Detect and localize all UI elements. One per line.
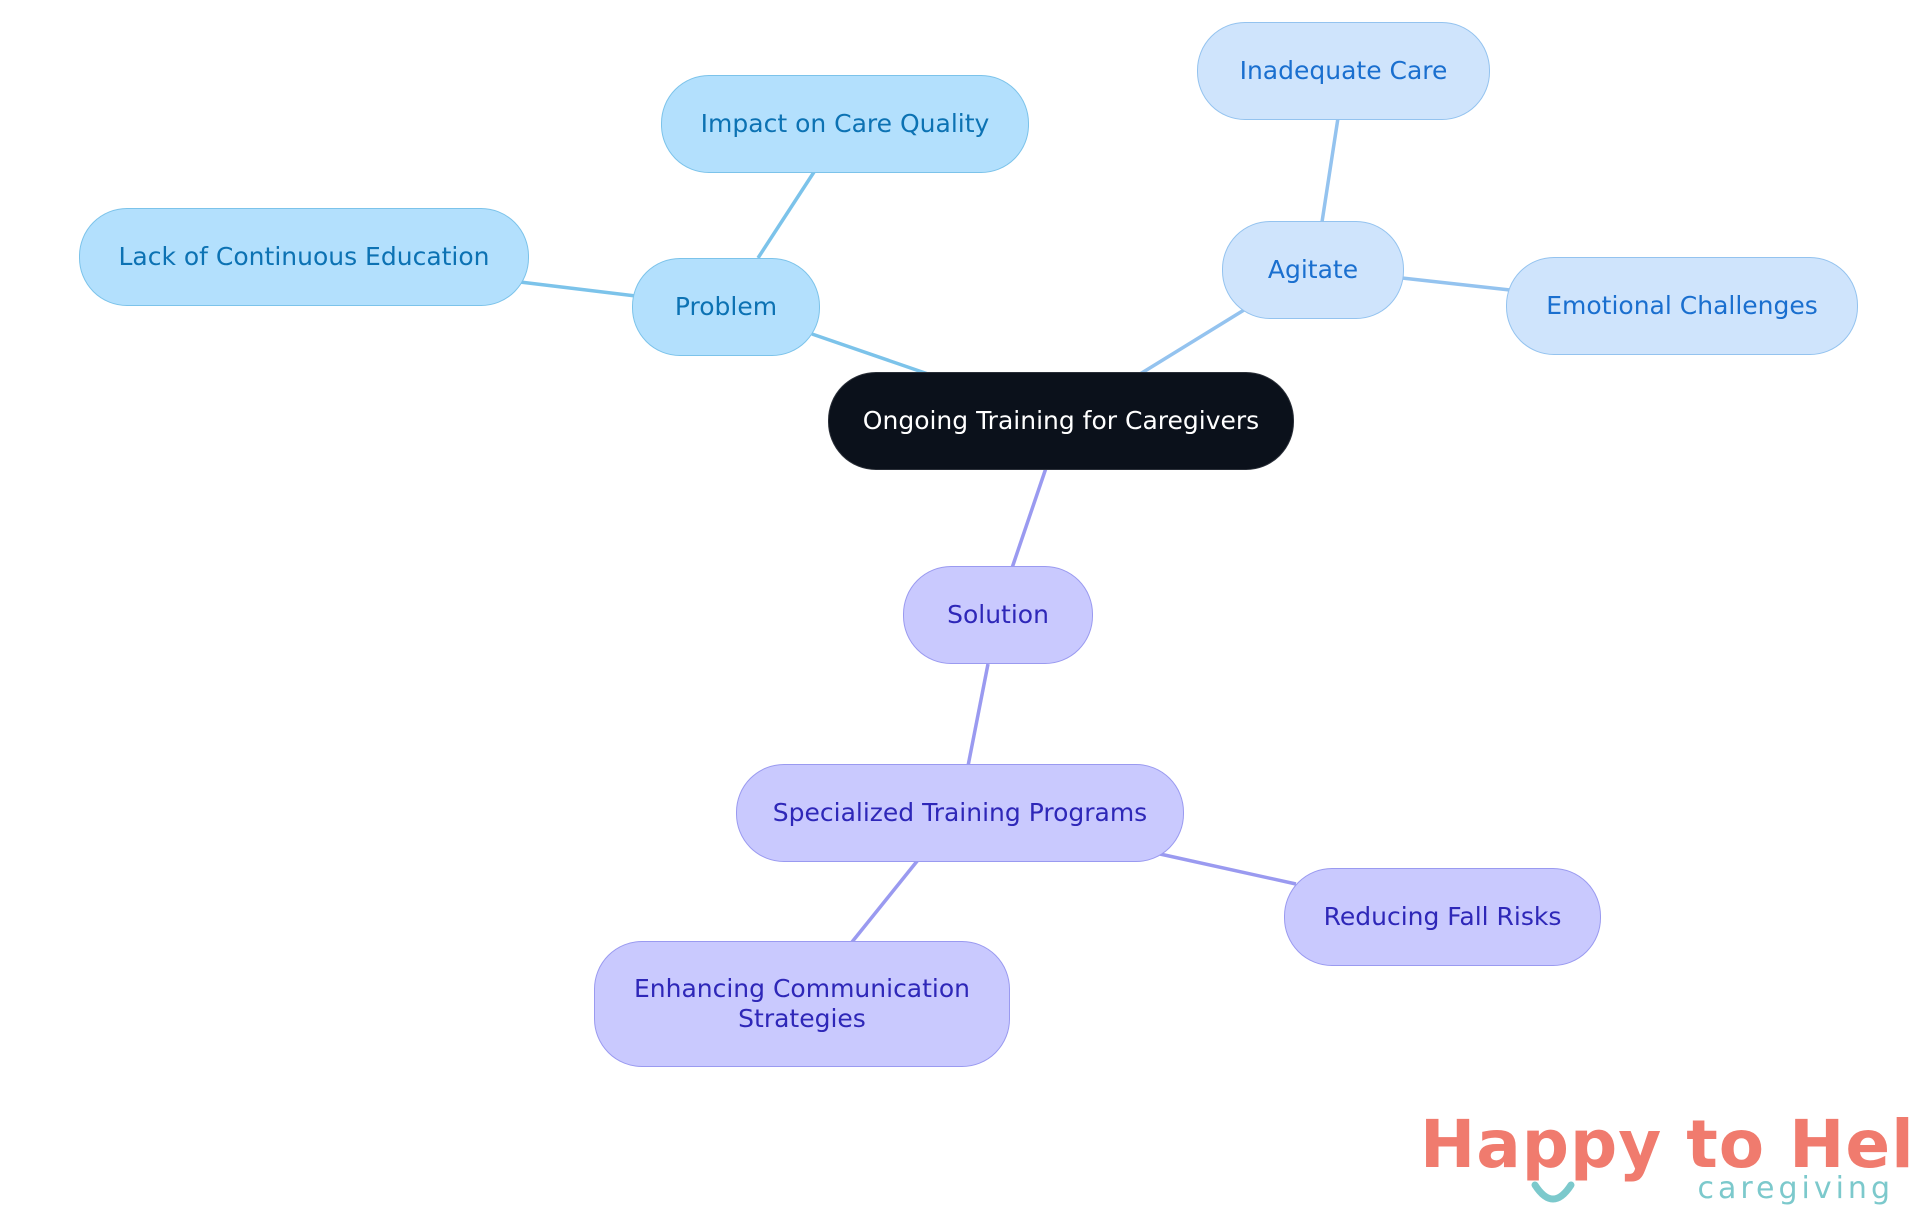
branch-node-solution[interactable]: Solution: [903, 566, 1093, 664]
happy-to-help-logo: Happy to Help caregiving: [1420, 1105, 1920, 1210]
edge-training-communication: [850, 858, 920, 944]
edge-problem-lack: [519, 280, 637, 298]
logo-title: Happy to Help: [1420, 1106, 1920, 1183]
root-node[interactable]: Ongoing Training for Caregivers: [828, 372, 1294, 470]
edge-agitate-emotional: [1401, 276, 1511, 292]
edge-root-agitate: [1139, 308, 1245, 376]
leaf-node-inadequate-care[interactable]: Inadequate Care: [1197, 22, 1490, 120]
edge-agitate-inadequate: [1320, 117, 1340, 223]
leaf-node-lack-of-continuous-education[interactable]: Lack of Continuous Education: [79, 208, 529, 306]
logo-subtitle: caregiving: [1697, 1171, 1894, 1206]
leaf-node-impact-on-care-quality[interactable]: Impact on Care Quality: [661, 75, 1029, 173]
leaf-node-enhancing-communication-strategies[interactable]: Enhancing Communication Strategies: [594, 941, 1010, 1067]
smile-icon: [1531, 1181, 1575, 1203]
leaf-node-specialized-training-programs[interactable]: Specialized Training Programs: [736, 764, 1184, 862]
edge-problem-impact: [756, 171, 816, 259]
branch-node-problem[interactable]: Problem: [632, 258, 820, 356]
edge-training-falls: [1159, 852, 1297, 886]
branch-node-agitate[interactable]: Agitate: [1222, 221, 1404, 319]
leaf-node-emotional-challenges[interactable]: Emotional Challenges: [1506, 257, 1858, 355]
edge-root-problem: [811, 332, 929, 376]
leaf-node-reducing-fall-risks[interactable]: Reducing Fall Risks: [1284, 868, 1601, 966]
edge-solution-training: [966, 663, 990, 767]
edge-root-solution: [1010, 467, 1048, 569]
